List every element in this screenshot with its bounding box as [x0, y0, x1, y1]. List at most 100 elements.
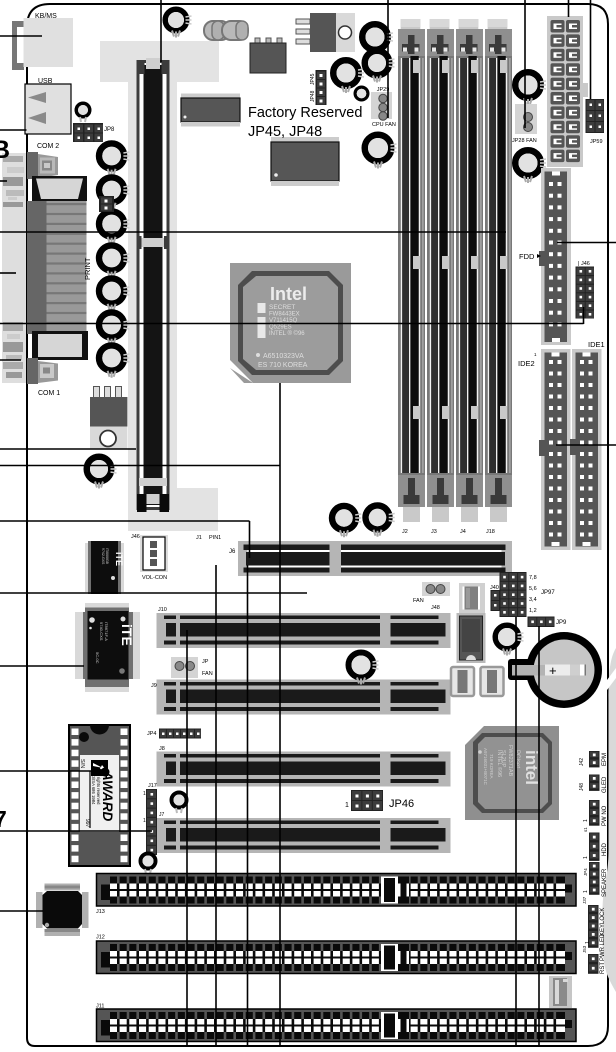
svg-text:IT8888GB: IT8888GB	[105, 548, 109, 565]
svg-text:1: 1	[143, 791, 146, 797]
svg-text:1: 1	[345, 802, 349, 809]
svg-text:1,2: 1,2	[529, 608, 537, 614]
svg-text:EPM: EPM	[602, 753, 608, 766]
svg-text:KB/MS: KB/MS	[35, 13, 57, 20]
svg-text:Factory Reserved: Factory Reserved	[248, 105, 362, 121]
svg-text:1: 1	[583, 819, 589, 822]
svg-text:JP4: JP4	[147, 731, 156, 737]
svg-text:997: 997	[84, 819, 90, 828]
svg-text:SL2UP: SL2UP	[500, 750, 506, 768]
svg-text:9740-CXS: 9740-CXS	[99, 622, 104, 641]
svg-text:JP29: JP29	[377, 87, 390, 93]
svg-text:J6: J6	[229, 549, 236, 555]
svg-text:IDE1: IDE1	[588, 340, 605, 349]
svg-text:RST: RST	[600, 962, 606, 974]
svg-text:J2: J2	[402, 529, 408, 535]
svg-text:JP45, JP48: JP45, JP48	[248, 124, 322, 140]
svg-text:J1: J1	[196, 535, 202, 541]
svg-text:1: 1	[583, 890, 589, 893]
svg-text:7: 7	[0, 806, 7, 832]
svg-text:JP9: JP9	[556, 620, 567, 626]
svg-text:1: 1	[143, 818, 146, 824]
svg-text:PCI/ISA 686 1984: PCI/ISA 686 1984	[91, 771, 96, 805]
svg-text:J18: J18	[486, 529, 495, 535]
svg-text:A9716031+B071C: A9716031+B071C	[483, 748, 488, 786]
svg-text:J7: J7	[159, 812, 165, 818]
svg-text:JP28 FAN: JP28 FAN	[512, 138, 537, 144]
svg-text:B: B	[0, 136, 10, 164]
svg-text:JP4: JP4	[583, 868, 588, 876]
svg-text:+: +	[549, 663, 557, 678]
svg-text:9742-GXS: 9742-GXS	[101, 548, 105, 565]
svg-text:J13: J13	[96, 909, 105, 915]
svg-text:J46: J46	[131, 534, 140, 540]
svg-text:J40: J40	[490, 585, 499, 591]
svg-text:JP59: JP59	[590, 139, 603, 145]
svg-text:s1: s1	[583, 827, 588, 832]
svg-text:J11: J11	[96, 1004, 104, 1010]
svg-text:JP4: JP4	[98, 223, 104, 232]
svg-text:JP97: JP97	[541, 590, 555, 596]
svg-text:J12: J12	[96, 935, 105, 941]
svg-text:AWARD: AWARD	[100, 770, 115, 822]
svg-text:JP48: JP48	[310, 90, 316, 102]
svg-text:FW82371AB: FW82371AB	[507, 745, 513, 777]
svg-text:IT8671F-A: IT8671F-A	[104, 622, 109, 641]
svg-text:SECRET: SECRET	[269, 304, 295, 311]
svg-text:IDE2: IDE2	[518, 359, 535, 368]
svg-text:FAN: FAN	[413, 598, 424, 604]
svg-text:JP46: JP46	[389, 798, 414, 810]
svg-text:PWR LED: PWR LED	[600, 933, 606, 961]
svg-text:J10: J10	[158, 607, 167, 613]
svg-text:FDD: FDD	[519, 252, 535, 261]
svg-text:1: 1	[534, 352, 537, 357]
svg-text:| J46: | J46	[578, 261, 590, 267]
svg-text:SPEAKER: SPEAKER	[602, 868, 608, 897]
svg-text:GLED: GLED	[602, 776, 608, 793]
svg-text:JP: JP	[202, 659, 209, 665]
svg-text:A6510323VA: A6510323VA	[263, 353, 304, 360]
svg-text:5,6: 5,6	[529, 586, 537, 592]
svg-text:J48: J48	[431, 605, 440, 611]
svg-text:INTEL ® ©96: INTEL ® ©96	[269, 330, 305, 337]
svg-text:J53: J53	[582, 945, 587, 953]
svg-text:FW8443EX: FW8443EX	[269, 312, 300, 318]
svg-text:J17: J17	[148, 783, 157, 789]
svg-text:HDD: HDD	[602, 842, 608, 856]
svg-text:ES 710 KOREA: ES 710 KOREA	[258, 362, 308, 369]
svg-text:S/N: S/N	[79, 759, 85, 768]
svg-text:intel: intel	[522, 750, 541, 785]
svg-text:V711415Q: V711415Q	[269, 318, 298, 324]
svg-text:USB: USB	[38, 78, 53, 85]
svg-text:1: 1	[585, 941, 591, 944]
svg-text:All rights reserved: All rights reserved	[96, 771, 101, 805]
svg-text:PRINT: PRINT	[83, 257, 92, 280]
svg-text:J3: J3	[431, 529, 437, 535]
svg-text:J8: J8	[159, 746, 165, 752]
svg-text:1: 1	[583, 856, 589, 859]
svg-text:JP8: JP8	[104, 127, 115, 133]
svg-text:3,4: 3,4	[529, 597, 537, 603]
svg-text:J48: J48	[579, 783, 585, 791]
svg-text:VOL-CON: VOL-CON	[142, 575, 167, 581]
svg-text:iTE: iTE	[119, 624, 135, 646]
svg-text:PIN1: PIN1	[209, 535, 221, 541]
svg-text:CPU FAN: CPU FAN	[372, 122, 396, 128]
svg-text:J9: J9	[151, 683, 157, 689]
svg-text:J42: J42	[579, 758, 585, 766]
svg-text:7,8: 7,8	[529, 575, 537, 581]
svg-text:J37: J37	[582, 896, 587, 904]
svg-text:Intel: Intel	[270, 284, 307, 304]
svg-text:719 KOREA: 719 KOREA	[489, 754, 494, 779]
svg-text:COM 2: COM 2	[37, 143, 59, 150]
svg-text:J4: J4	[460, 529, 466, 535]
svg-text:COM 1: COM 1	[38, 390, 60, 397]
svg-text:Q529ES: Q529ES	[269, 325, 292, 331]
svg-text:INTEL ©96: INTEL ©96	[496, 750, 503, 777]
svg-text:PW NO: PW NO	[602, 805, 608, 826]
svg-text:iTE: iTE	[114, 552, 124, 566]
svg-text:FAN: FAN	[202, 671, 213, 677]
svg-text:KEYLOCK: KEYLOCK	[600, 908, 606, 936]
svg-text:JP45: JP45	[310, 73, 316, 85]
svg-text:PCIset: PCIset	[514, 750, 520, 768]
